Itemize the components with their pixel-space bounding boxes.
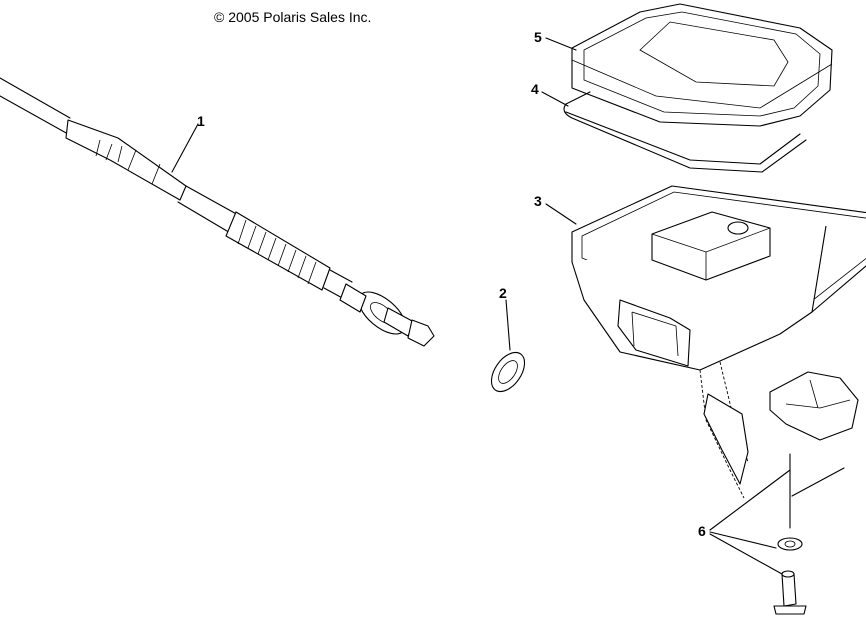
gasket-part (563, 91, 807, 173)
callout-3: 3 (534, 193, 542, 209)
callout-5: 5 (534, 29, 542, 45)
callout-6: 6 (698, 523, 706, 539)
washer-part (490, 351, 526, 393)
leader-lines (171, 37, 845, 575)
copyright-notice: © 2005 Polaris Sales Inc. (214, 9, 372, 25)
callout-1: 1 (197, 113, 205, 129)
callout-4: 4 (531, 81, 539, 97)
cover-part (571, 3, 833, 127)
housing-part (571, 185, 866, 499)
bolt-and-washer-part (773, 537, 807, 615)
callout-2: 2 (499, 285, 507, 301)
throttle-cable-part (0, 77, 435, 347)
